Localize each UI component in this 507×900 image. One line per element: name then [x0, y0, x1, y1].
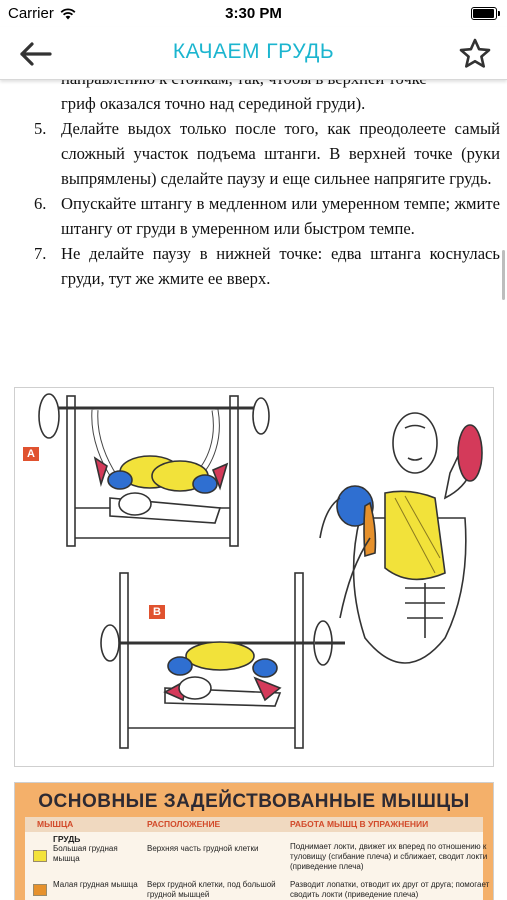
step-number: 6.: [34, 194, 47, 213]
arrow-left-icon: [20, 42, 52, 66]
lead-line: гриф оказался точно над серединой груди)…: [61, 94, 366, 113]
navigation-bar: КАЧАЕМ ГРУДЬ: [0, 27, 507, 80]
step-item: 7. Не делайте паузу в нижней точке: едва…: [34, 241, 500, 291]
bench-press-drawing: [38, 393, 483, 749]
instruction-text: направлению к стойкам, так, чтобы в верх…: [34, 80, 500, 291]
muscle-name: Малая грудная мышца: [53, 880, 138, 889]
header-action: РАБОТА МЫШЦ В УПРАЖНЕНИИ: [290, 819, 429, 829]
step-text: Делайте выдох только после того, как пре…: [61, 119, 500, 188]
status-left: Carrier: [8, 5, 76, 22]
header-muscle: МЫШЦА: [37, 819, 74, 829]
star-outline-icon: [459, 38, 491, 68]
header-location: РАСПОЛОЖЕНИЕ: [147, 819, 221, 829]
table-header: МЫШЦА РАСПОЛОЖЕНИЕ РАБОТА МЫШЦ В УПРАЖНЕ…: [25, 817, 483, 832]
muscle-table: ОСНОВНЫЕ ЗАДЕЙСТВОВАННЫЕ МЫШЦЫ МЫШЦА РАС…: [14, 782, 494, 900]
step-text: Опускайте штангу в медленном или умеренн…: [61, 194, 500, 238]
lead-line: направлению к стойкам, так, чтобы в верх…: [34, 80, 500, 91]
table-title: ОСНОВНЫЕ ЗАДЕЙСТВОВАННЫЕ МЫШЦЫ: [38, 791, 470, 812]
page-title: КАЧАЕМ ГРУДЬ: [172, 40, 335, 63]
carrier-label: Carrier: [8, 5, 54, 22]
table-body: ГРУДЬ Большая грудная мышца Верхняя част…: [25, 832, 489, 900]
step-number: 5.: [34, 119, 47, 138]
step-text: Не делайте паузу в нижней точке: едва шт…: [61, 244, 500, 288]
muscle-action: Разводит лопатки, отводит их друг от дру…: [290, 880, 490, 899]
step-item: 6. Опускайте штангу в медленном или умер…: [34, 191, 500, 241]
muscle-group: ГРУДЬ: [53, 834, 81, 844]
bench-press-illustration: A B: [14, 387, 494, 767]
article-content[interactable]: направлению к стойкам, так, чтобы в верх…: [0, 80, 507, 900]
label-a: A: [23, 447, 39, 461]
wifi-icon: [60, 7, 76, 19]
back-button[interactable]: [16, 37, 56, 71]
scrollbar[interactable]: [502, 250, 505, 300]
status-bar: Carrier 3:30 PM: [0, 0, 507, 27]
status-time: 3:30 PM: [225, 5, 282, 22]
muscle-location: Верх грудной клетки, под большой грудной…: [147, 880, 276, 899]
favorite-button[interactable]: [457, 36, 493, 72]
muscle-name: Большая грудная мышца: [53, 844, 118, 863]
figure-a: [38, 393, 270, 547]
color-swatch: [33, 884, 47, 896]
label-b: B: [149, 605, 165, 619]
color-swatch: [33, 850, 47, 862]
muscle-action: Поднимает локти, движет их вперед по отн…: [290, 842, 488, 871]
battery-level: [473, 9, 494, 18]
battery-icon: [471, 7, 500, 20]
anatomy-torso: [319, 412, 483, 664]
step-item: 5. Делайте выдох только после того, как …: [34, 116, 500, 191]
figure-b: [100, 572, 345, 749]
muscle-location: Верхняя часть грудной клетки: [147, 844, 259, 853]
step-number: 7.: [34, 244, 47, 263]
